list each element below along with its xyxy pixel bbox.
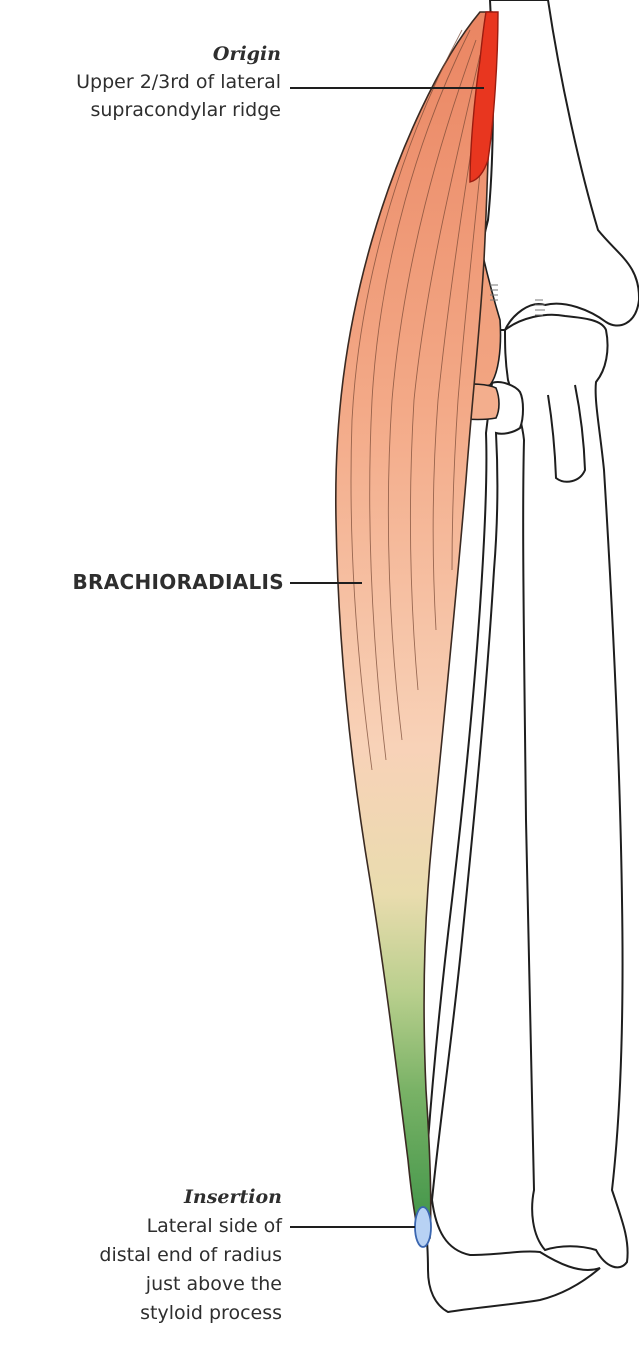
insertion-description-line-4: styloid process xyxy=(99,1299,282,1328)
origin-heading: Origin xyxy=(76,40,281,68)
brachioradialis-muscle xyxy=(336,12,492,1238)
origin-description-line-2: supracondylar ridge xyxy=(76,96,281,124)
origin-description-line-1: Upper 2/3rd of lateral xyxy=(76,68,281,96)
insertion-heading: Insertion xyxy=(99,1183,282,1212)
muscle-name-label: BRACHIORADIALIS xyxy=(73,568,284,596)
ulna-bone xyxy=(505,315,628,1268)
origin-label: Origin Upper 2/3rd of lateral supracondy… xyxy=(76,40,281,124)
insertion-highlight xyxy=(415,1207,431,1247)
insertion-description-line-3: just above the xyxy=(99,1270,282,1299)
insertion-label: Insertion Lateral side of distal end of … xyxy=(99,1183,282,1328)
insertion-description-line-1: Lateral side of xyxy=(99,1212,282,1241)
insertion-description-line-2: distal end of radius xyxy=(99,1241,282,1270)
